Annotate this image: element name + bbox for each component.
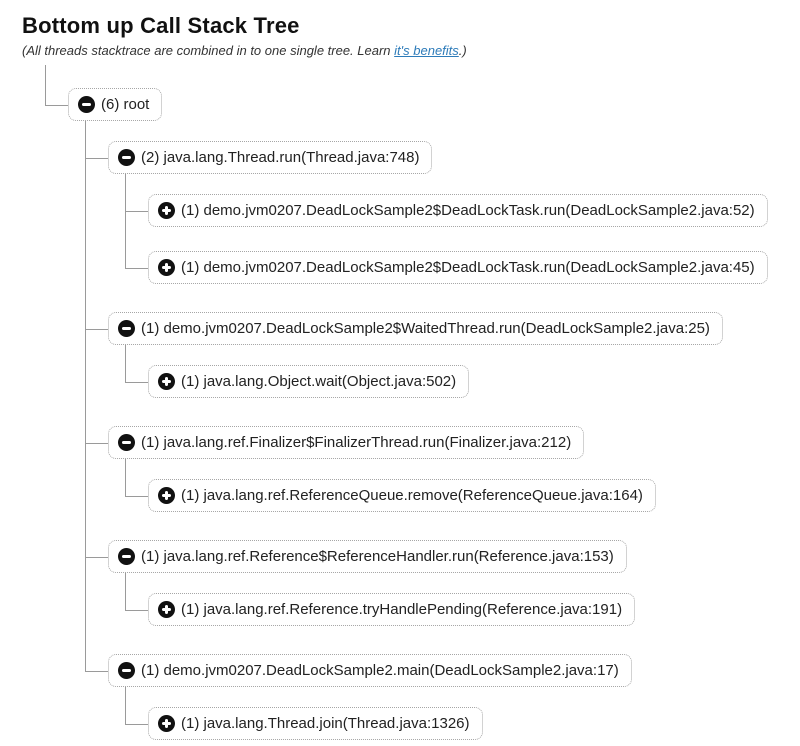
tree-node: (1) java.lang.ref.Reference$ReferenceHan… xyxy=(108,540,790,626)
tree-node: (1) demo.jvm0207.DeadLockSample2$DeadLoc… xyxy=(148,251,790,284)
tree-node-label: (1) java.lang.Thread.join(Thread.java:13… xyxy=(181,715,470,732)
tree-node-box[interactable]: (1) demo.jvm0207.DeadLockSample2$DeadLoc… xyxy=(148,251,768,284)
tree-branch: (1) demo.jvm0207.DeadLockSample2$WaitedT… xyxy=(85,284,790,398)
tree-node-box[interactable]: (1) java.lang.ref.Finalizer$FinalizerThr… xyxy=(108,426,585,459)
icon-glyph xyxy=(82,103,91,106)
tree-node-box[interactable]: (1) demo.jvm0207.DeadLockSample2$WaitedT… xyxy=(108,312,723,345)
collapse-icon[interactable] xyxy=(78,96,95,113)
tree-branch: (1) java.lang.ref.Reference.tryHandlePen… xyxy=(125,573,790,626)
tree-branch: (1) demo.jvm0207.DeadLockSample2.main(De… xyxy=(85,626,790,740)
icon-glyph xyxy=(122,555,131,558)
tree-node-box[interactable]: (1) java.lang.Object.wait(Object.java:50… xyxy=(148,365,470,398)
tree-branch: (1) demo.jvm0207.DeadLockSample2$DeadLoc… xyxy=(125,174,790,227)
collapse-icon[interactable] xyxy=(118,662,135,679)
tree-children: (1) java.lang.ref.ReferenceQueue.remove(… xyxy=(125,459,790,512)
tree-node-label: (1) demo.jvm0207.DeadLockSample2$DeadLoc… xyxy=(181,259,755,276)
tree-node: (1) java.lang.Thread.join(Thread.java:13… xyxy=(148,707,790,740)
tree-node: (1) java.lang.Object.wait(Object.java:50… xyxy=(148,365,790,398)
tree-branch: (1) java.lang.Thread.join(Thread.java:13… xyxy=(125,687,790,740)
page-title: Bottom up Call Stack Tree xyxy=(22,13,300,38)
icon-glyph xyxy=(122,441,131,444)
tree-node: (1) java.lang.ref.ReferenceQueue.remove(… xyxy=(148,479,790,512)
tree-children: (1) java.lang.Object.wait(Object.java:50… xyxy=(125,345,790,398)
collapse-icon[interactable] xyxy=(118,548,135,565)
tree-node: (1) demo.jvm0207.DeadLockSample2$WaitedT… xyxy=(108,312,790,398)
tree-children: (1) java.lang.ref.Reference.tryHandlePen… xyxy=(125,573,790,626)
icon-glyph xyxy=(165,206,168,215)
page-subtitle: (All threads stacktrace are combined in … xyxy=(22,43,790,59)
tree-branch: (1) java.lang.ref.Reference$ReferenceHan… xyxy=(85,512,790,626)
icon-glyph xyxy=(165,377,168,386)
tree-node: (1) demo.jvm0207.DeadLockSample2$DeadLoc… xyxy=(148,194,790,227)
icon-glyph xyxy=(165,605,168,614)
tree-node-label: (1) java.lang.ref.Reference$ReferenceHan… xyxy=(141,548,614,565)
expand-icon[interactable] xyxy=(158,202,175,219)
tree-node-label: (1) java.lang.ref.Reference.tryHandlePen… xyxy=(181,601,623,618)
tree-node-box[interactable]: (1) java.lang.Thread.join(Thread.java:13… xyxy=(148,707,483,740)
tree-node-box[interactable]: (1) demo.jvm0207.DeadLockSample2$DeadLoc… xyxy=(148,194,768,227)
icon-glyph xyxy=(165,491,168,500)
icon-glyph xyxy=(122,327,131,330)
tree-node-box[interactable]: (1) demo.jvm0207.DeadLockSample2.main(De… xyxy=(108,654,632,687)
tree-branch: (1) demo.jvm0207.DeadLockSample2$DeadLoc… xyxy=(125,227,790,284)
subtitle-text: (All threads stacktrace are combined in … xyxy=(22,43,395,58)
collapse-icon[interactable] xyxy=(118,434,135,451)
expand-icon[interactable] xyxy=(158,601,175,618)
tree-children: (1) demo.jvm0207.DeadLockSample2$DeadLoc… xyxy=(125,174,790,284)
tree-node: (6) root (2) java.lang.Thread.run(Thread.… xyxy=(68,88,790,740)
collapse-icon[interactable] xyxy=(118,320,135,337)
icon-glyph xyxy=(122,156,131,159)
tree-node-label: (1) java.lang.Object.wait(Object.java:50… xyxy=(181,373,457,390)
expand-icon[interactable] xyxy=(158,487,175,504)
tree-branch: (1) java.lang.ref.ReferenceQueue.remove(… xyxy=(125,459,790,512)
tree-node-label: (1) demo.jvm0207.DeadLockSample2.main(De… xyxy=(141,662,619,679)
tree-node-label: (1) demo.jvm0207.DeadLockSample2$WaitedT… xyxy=(141,320,710,337)
icon-glyph xyxy=(122,669,131,672)
tree-node-label: (1) java.lang.ref.Finalizer$FinalizerThr… xyxy=(141,434,572,451)
icon-glyph xyxy=(165,263,168,272)
collapse-icon[interactable] xyxy=(118,149,135,166)
tree-node-box[interactable]: (2) java.lang.Thread.run(Thread.java:748… xyxy=(108,141,433,174)
tree-branch: (2) java.lang.Thread.run(Thread.java:748… xyxy=(85,121,790,284)
tree-node-label: (1) java.lang.ref.ReferenceQueue.remove(… xyxy=(181,487,643,504)
expand-icon[interactable] xyxy=(158,259,175,276)
tree-node-box[interactable]: (1) java.lang.ref.Reference$ReferenceHan… xyxy=(108,540,627,573)
tree-node-box[interactable]: (1) java.lang.ref.ReferenceQueue.remove(… xyxy=(148,479,656,512)
subtitle-suffix: .) xyxy=(458,43,467,58)
tree-node-box[interactable]: (6) root xyxy=(68,88,163,121)
tree-node: (1) java.lang.ref.Finalizer$FinalizerThr… xyxy=(108,426,790,512)
tree-node-label: (2) java.lang.Thread.run(Thread.java:748… xyxy=(141,149,420,166)
tree-branch: (1) java.lang.ref.Finalizer$FinalizerThr… xyxy=(85,398,790,512)
tree-children: (1) java.lang.Thread.join(Thread.java:13… xyxy=(125,687,790,740)
tree-branch: (1) java.lang.Object.wait(Object.java:50… xyxy=(125,345,790,398)
tree-node: (1) demo.jvm0207.DeadLockSample2.main(De… xyxy=(108,654,790,740)
tree-node: (1) java.lang.ref.Reference.tryHandlePen… xyxy=(148,593,790,626)
tree-node-label: (6) root xyxy=(101,96,150,113)
tree-node-box[interactable]: (1) java.lang.ref.Reference.tryHandlePen… xyxy=(148,593,636,626)
expand-icon[interactable] xyxy=(158,373,175,390)
call-stack-tree: (6) root (2) java.lang.Thread.run(Thread.… xyxy=(45,65,790,740)
benefits-link[interactable]: it's benefits xyxy=(394,43,459,58)
tree-children: (2) java.lang.Thread.run(Thread.java:748… xyxy=(85,121,790,740)
tree-node-label: (1) demo.jvm0207.DeadLockSample2$DeadLoc… xyxy=(181,202,755,219)
expand-icon[interactable] xyxy=(158,715,175,732)
tree-node: (2) java.lang.Thread.run(Thread.java:748… xyxy=(108,141,790,284)
icon-glyph xyxy=(165,719,168,728)
